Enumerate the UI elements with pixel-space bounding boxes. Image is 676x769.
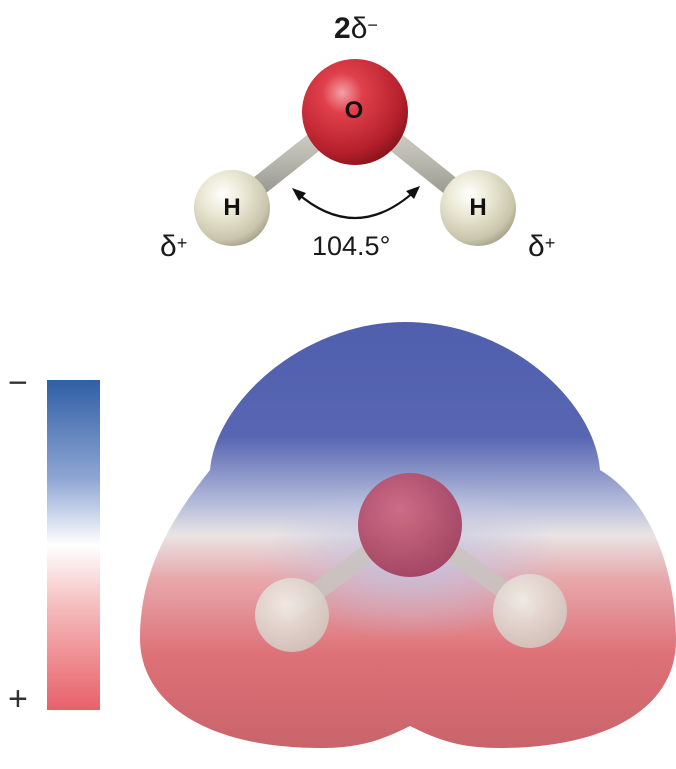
hydrogen-atom-left: [194, 170, 270, 246]
bond-angle-arrowhead-left: [292, 188, 306, 201]
scale-positive-label: +: [8, 680, 28, 718]
hydrogen-charge-sign-left: +: [176, 232, 188, 253]
bond-angle-label: 104.5°: [312, 231, 391, 261]
hydrogen-charge-delta-right: δ: [528, 230, 545, 263]
scale-negative-label: −: [8, 364, 28, 402]
map-hydrogen-atom-right: [493, 574, 567, 648]
hydrogen-charge-delta-left: δ: [160, 230, 177, 263]
ball-and-stick-model: [194, 59, 516, 246]
hydrogen-charge-sign-right: +: [544, 232, 556, 253]
hydrogen-partial-charge-left: δ+: [160, 232, 187, 262]
oxygen-charge-delta: δ: [350, 12, 368, 45]
bond-angle-arc: [295, 189, 417, 220]
map-hydrogen-atom-left: [255, 578, 329, 652]
potential-map: [140, 322, 676, 748]
hydrogen-atom-right: [440, 170, 516, 246]
oxygen-partial-charge: 2δ−: [334, 14, 378, 44]
potential-color-scale: [47, 380, 100, 710]
bond-angle-arrowhead-right: [406, 186, 420, 199]
oxygen-atom: [302, 59, 408, 165]
oxygen-atom-label: O: [344, 97, 364, 124]
hydrogen-atom-label-right: H: [469, 194, 487, 221]
oxygen-charge-sign: −: [367, 14, 378, 35]
oxygen-charge-coefficient: 2: [334, 12, 351, 45]
hydrogen-partial-charge-right: δ+: [528, 232, 555, 262]
hydrogen-atom-label-left: H: [223, 194, 241, 221]
map-oxygen-atom: [358, 473, 462, 577]
